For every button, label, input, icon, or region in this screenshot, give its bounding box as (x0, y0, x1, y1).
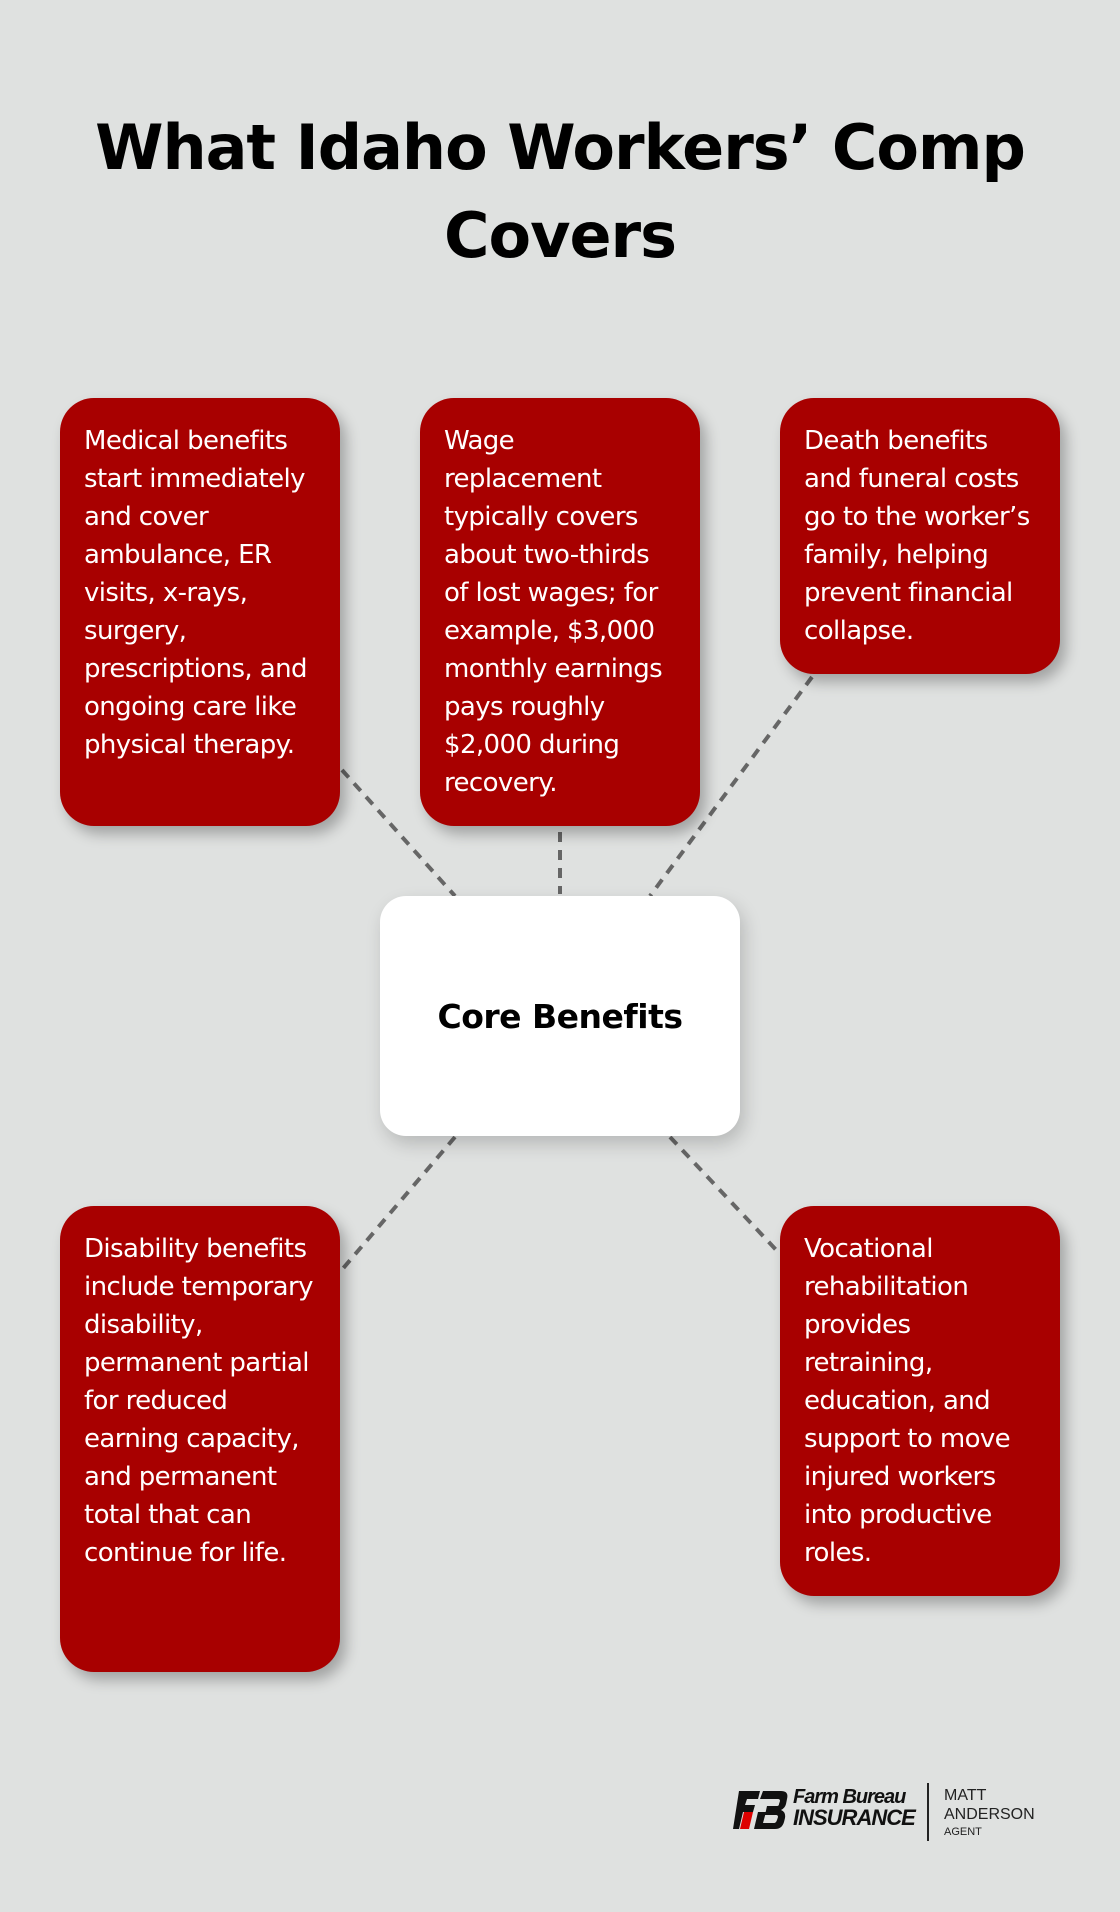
agent-info: MATT ANDERSON AGENT (944, 1786, 1035, 1839)
connector-death (648, 675, 814, 898)
footer-divider (927, 1783, 929, 1841)
core-benefits-node: Core Benefits (380, 896, 740, 1136)
page-title: What Idaho Workers’ Comp Covers (60, 104, 1060, 280)
card-text: Vocational rehabilitation provides retra… (804, 1234, 1011, 1568)
brand-line-2: INSURANCE (793, 1805, 916, 1830)
core-benefits-label: Core Benefits (437, 996, 683, 1036)
card-text: Death benefits and funeral costs go to t… (804, 426, 1030, 646)
farm-bureau-wordmark: Farm Bureau INSURANCE (793, 1786, 916, 1830)
title-line-1: What Idaho Workers’ Comp (95, 111, 1026, 184)
title-line-2: Covers (443, 199, 677, 272)
card-text: Medical benefits start immediately and c… (84, 426, 307, 760)
agent-last-name: ANDERSON (944, 1806, 1035, 1823)
agent-role: AGENT (944, 1826, 982, 1838)
agent-first-name: MATT (944, 1787, 987, 1804)
card-text: Disability benefits include temporary di… (84, 1234, 314, 1568)
farm-bureau-logo-icon (733, 1791, 788, 1829)
card-wage-replacement: Wage replacement typically covers about … (420, 398, 700, 826)
card-death-benefits: Death benefits and funeral costs go to t… (780, 398, 1060, 674)
card-disability-benefits: Disability benefits include temporary di… (60, 1206, 340, 1672)
card-vocational-rehabilitation: Vocational rehabilitation provides retra… (780, 1206, 1060, 1596)
card-text: Wage replacement typically covers about … (444, 426, 663, 798)
footer-branding: Farm Bureau INSURANCE MATT ANDERSON AGEN… (733, 1783, 1053, 1841)
card-medical-benefits: Medical benefits start immediately and c… (60, 398, 340, 826)
connector-vocational (668, 1135, 782, 1256)
connector-disability (338, 1135, 457, 1274)
brand-line-1: Farm Bureau (793, 1786, 906, 1808)
